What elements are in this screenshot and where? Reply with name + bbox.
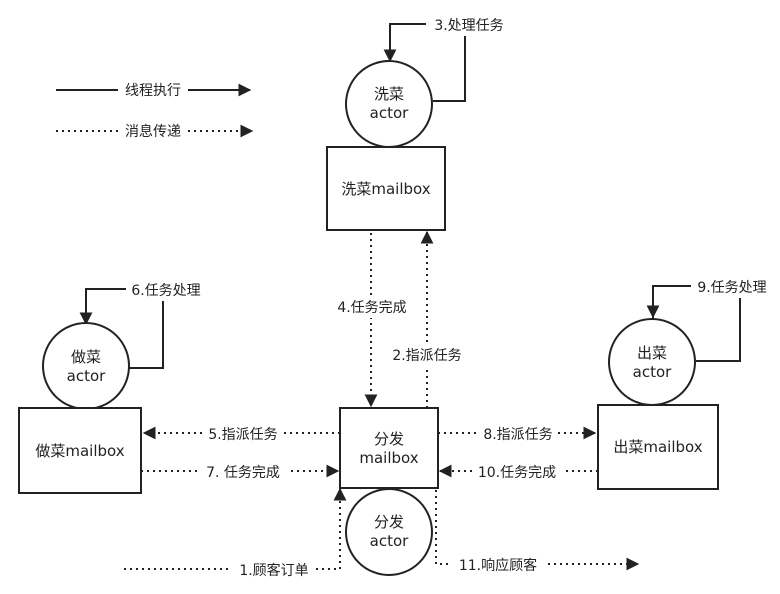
legend-message-pass-label: 消息传递 xyxy=(125,123,181,140)
edge-2-label: 2.指派任务 xyxy=(392,348,461,364)
legend-thread-exec-label: 线程执行 xyxy=(125,83,181,99)
dispatch-actor-label-2: actor xyxy=(370,532,409,550)
edge-7-label: 7. 任务完成 xyxy=(206,465,280,481)
wash-mailbox[interactable] xyxy=(326,146,446,231)
cook-group: 6.任务处理 做菜 actor 做菜mailbox xyxy=(18,279,206,494)
serve-actor[interactable] xyxy=(608,318,696,406)
cook-actor-label-2: actor xyxy=(67,367,106,385)
edge-1-arrow xyxy=(124,490,341,570)
edge-1-label: 1.顾客订单 xyxy=(239,562,308,579)
dispatch-mailbox[interactable] xyxy=(339,407,439,489)
dispatch-group: 分发 mailbox 分发 actor xyxy=(339,407,439,576)
edge-8-label: 8.指派任务 xyxy=(483,427,552,443)
edge-6-label: 6.任务处理 xyxy=(131,283,200,299)
dispatch-actor[interactable] xyxy=(345,488,433,576)
cook-actor[interactable] xyxy=(42,322,130,410)
cook-mailbox[interactable] xyxy=(18,407,142,494)
edge-9-label: 9.任务处理 xyxy=(697,280,766,296)
serve-actor-label-1: 出菜 xyxy=(637,344,667,362)
edge-10-label: 10.任务完成 xyxy=(478,465,556,481)
cook-mailbox-label: 做菜mailbox xyxy=(35,442,124,460)
wash-actor-label-1: 洗菜 xyxy=(374,85,404,103)
serve-mailbox-label: 出菜mailbox xyxy=(613,438,702,456)
cook-actor-label-1: 做菜 xyxy=(71,348,101,366)
edge-3-label: 3.处理任务 xyxy=(434,18,503,34)
edge-11-label: 11.响应顾客 xyxy=(459,557,537,574)
legend: 线程执行 消息传递 xyxy=(56,80,254,141)
serve-actor-label-2: actor xyxy=(633,363,672,381)
dispatch-mailbox-label-1: 分发 xyxy=(374,430,404,448)
edge-4-label: 4.任务完成 xyxy=(337,300,406,316)
serve-group: 9.任务处理 出菜 actor 出菜mailbox xyxy=(597,276,773,490)
edge-11-arrow xyxy=(435,490,640,571)
wash-actor-label-2: actor xyxy=(370,104,409,122)
dispatch-actor-label-1: 分发 xyxy=(374,513,404,531)
serve-mailbox[interactable] xyxy=(597,404,719,490)
wash-group: 3.处理任务 洗菜 actor 洗菜mailbox xyxy=(326,14,512,231)
edge-5-label: 5.指派任务 xyxy=(208,427,277,443)
wash-mailbox-label: 洗菜mailbox xyxy=(341,180,430,198)
dispatch-mailbox-label-2: mailbox xyxy=(359,449,418,467)
message-edges: 4.任务完成 2.指派任务 5.指派任务 7. 任务完成 8.指派任务 10.任… xyxy=(124,230,640,581)
